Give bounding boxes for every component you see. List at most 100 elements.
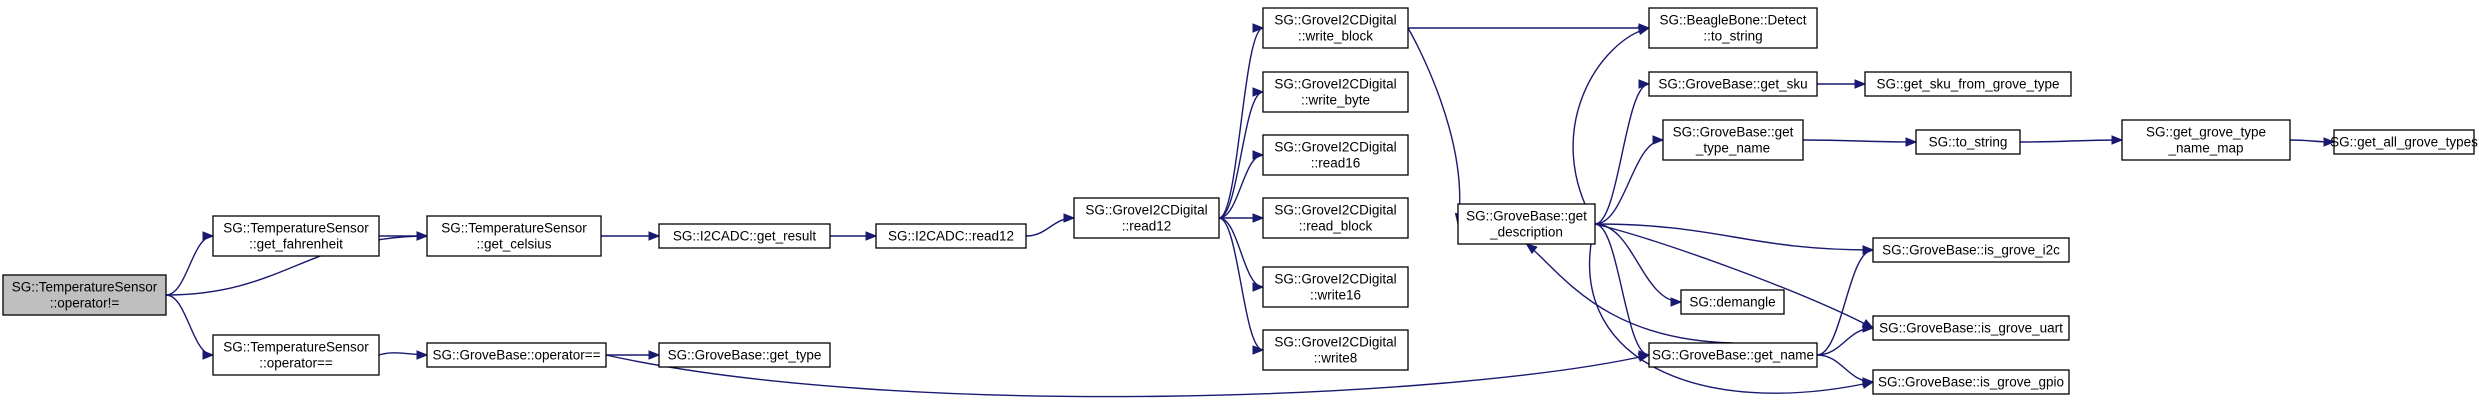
node-op_eq[interactable]: SG::TemperatureSensor::operator== <box>212 334 380 376</box>
arrowhead-to_string-to-type_name_map <box>2111 135 2124 145</box>
node-all_types[interactable]: SG::get_all_grove_types <box>2330 129 2478 155</box>
node-box <box>212 334 380 376</box>
edge-op_neq-to-op_eq <box>165 294 214 356</box>
node-label: SG::GroveI2CDigital <box>1085 203 1207 218</box>
edge-gb_get_name-to-gb_get_desc <box>1526 243 1734 344</box>
node-box <box>1872 315 2070 341</box>
node-label: _description <box>1489 225 1563 240</box>
node-box <box>658 342 831 368</box>
node-label: ::write16 <box>1310 288 1361 303</box>
node-gd_write_byte[interactable]: SG::GroveI2CDigital::write_byte <box>1262 71 1409 113</box>
node-gb_get_desc[interactable]: SG::GroveBase::get_description <box>1457 203 1596 245</box>
node-box <box>1262 134 1409 176</box>
node-box <box>1262 71 1409 113</box>
node-demangle[interactable]: SG::demangle <box>1680 289 1785 315</box>
node-box <box>1262 266 1409 308</box>
node-gb_get_type[interactable]: SG::GroveBase::get_type <box>658 342 831 368</box>
node-i2c_get_result[interactable]: SG::I2CADC::get_result <box>658 223 831 249</box>
node-label: SG::GroveBase::is_grove_i2c <box>1882 243 2060 258</box>
node-box <box>1648 7 1818 49</box>
node-label: ::operator== <box>259 356 333 371</box>
node-bb_to_string[interactable]: SG::BeagleBone::Detect::to_string <box>1648 7 1818 49</box>
node-label: ::get_celsius <box>476 237 551 252</box>
node-box <box>1648 342 1818 368</box>
nodes-layer: SG::TemperatureSensor::operator!=SG::Tem… <box>2 7 2478 395</box>
node-to_string[interactable]: SG::to_string <box>1915 129 2021 155</box>
node-label: ::read16 <box>1311 156 1361 171</box>
edge-gb_get_desc-to-is_i2c <box>1594 223 1874 251</box>
arrowhead-i2c_read12-to-gd_read12 <box>1063 213 1076 223</box>
node-gb_get_type_name[interactable]: SG::GroveBase::get_type_name <box>1662 119 1804 161</box>
node-label: SG::GroveBase::is_grove_gpio <box>1878 375 2064 390</box>
arrowhead-gd_read12-to-gd_write_block <box>1252 23 1265 33</box>
arrowhead-gd_read12-to-gd_write8 <box>1252 345 1265 355</box>
node-gd_write16[interactable]: SG::GroveI2CDigital::write16 <box>1262 266 1409 308</box>
node-label: ::get_fahrenheit <box>249 237 343 252</box>
node-i2c_read12[interactable]: SG::I2CADC::read12 <box>875 223 1027 249</box>
node-gb_op_eq[interactable]: SG::GroveBase::operator== <box>426 342 607 368</box>
node-gd_read16[interactable]: SG::GroveI2CDigital::read16 <box>1262 134 1409 176</box>
node-label: SG::to_string <box>1929 135 2008 150</box>
node-label: SG::I2CADC::get_result <box>673 229 817 244</box>
arrowhead-get_fahr-to-get_celsius <box>416 231 429 241</box>
arrowhead-gb_get_desc-to-gb_get_type_name <box>1652 135 1665 145</box>
node-label: ::write8 <box>1314 351 1358 366</box>
node-gd_read12[interactable]: SG::GroveI2CDigital::read12 <box>1073 197 1220 239</box>
node-label: SG::GroveI2CDigital <box>1274 335 1396 350</box>
edge-gb_get_name-to-is_gpio <box>1816 354 1874 383</box>
edge-op_neq-to-get_fahr <box>165 235 214 296</box>
node-gd_write_block[interactable]: SG::GroveI2CDigital::write_block <box>1262 7 1409 49</box>
node-op_neq[interactable]: SG::TemperatureSensor::operator!= <box>2 274 167 316</box>
node-label: SG::TemperatureSensor <box>223 340 369 355</box>
node-box <box>2 274 167 316</box>
arrowhead-gb_get_desc-to-demangle <box>1670 297 1683 307</box>
edge-gb_get_desc-to-bb_to_string <box>1572 27 1650 225</box>
node-label: SG::demangle <box>1689 295 1775 310</box>
arrowhead-gb_get_name-to-is_i2c <box>1862 245 1875 255</box>
arrowhead-op_neq-to-op_eq <box>202 350 215 360</box>
node-label: ::operator!= <box>50 296 120 311</box>
node-gd_read_block[interactable]: SG::GroveI2CDigital::read_block <box>1262 197 1409 239</box>
edge-gb_get_desc-to-gb_get_type_name <box>1594 139 1664 225</box>
node-is_gpio[interactable]: SG::GroveBase::is_grove_gpio <box>1872 369 2070 395</box>
arrowhead-gb_get_name-to-is_uart <box>1862 323 1875 333</box>
arrowhead-gb_get_type_name-to-to_string <box>1905 137 1918 147</box>
arrowhead-op_neq-to-get_fahr <box>202 231 215 241</box>
edge-gb_get_desc-to-gb_get_sku <box>1594 83 1650 225</box>
node-get_celsius[interactable]: SG::TemperatureSensor::get_celsius <box>426 215 602 257</box>
node-label: SG::GroveI2CDigital <box>1274 77 1396 92</box>
arrowhead-gb_get_desc-to-gb_get_sku <box>1638 79 1651 89</box>
edge-gb_get_name-to-is_i2c <box>1816 249 1874 356</box>
node-box <box>1262 197 1409 239</box>
arrowhead-gb_get_name-to-is_gpio <box>1862 377 1875 387</box>
node-label: SG::GroveI2CDigital <box>1274 272 1396 287</box>
node-gb_get_name[interactable]: SG::GroveBase::get_name <box>1648 342 1818 368</box>
node-box <box>2121 119 2291 161</box>
node-label: ::read12 <box>1122 219 1172 234</box>
node-box <box>1872 369 2070 395</box>
node-label: SG::GroveBase::get_sku <box>1658 77 1807 92</box>
node-is_i2c[interactable]: SG::GroveBase::is_grove_i2c <box>1872 237 2070 263</box>
node-gd_write8[interactable]: SG::GroveI2CDigital::write8 <box>1262 329 1409 371</box>
node-label: SG::BeagleBone::Detect <box>1659 13 1806 28</box>
edge-gb_get_desc-to-is_gpio <box>1588 223 1874 394</box>
edge-gd_read12-to-gd_write_byte <box>1218 91 1264 219</box>
node-label: SG::I2CADC::read12 <box>888 229 1014 244</box>
arrowhead-get_celsius-to-i2c_get_result <box>648 231 661 241</box>
node-box <box>1680 289 1785 315</box>
node-sku_from_type[interactable]: SG::get_sku_from_grove_type <box>1864 71 2072 97</box>
arrowhead-gd_read12-to-gd_write16 <box>1252 282 1265 292</box>
node-label: SG::TemperatureSensor <box>441 221 587 236</box>
node-label: SG::GroveI2CDigital <box>1274 13 1396 28</box>
node-gb_get_sku[interactable]: SG::GroveBase::get_sku <box>1648 71 1818 97</box>
node-get_fahr[interactable]: SG::TemperatureSensor::get_fahrenheit <box>212 215 380 257</box>
node-is_uart[interactable]: SG::GroveBase::is_grove_uart <box>1872 315 2070 341</box>
node-box <box>1262 7 1409 49</box>
edge-gb_op_eq-to-gb_get_name <box>605 354 1650 398</box>
edge-to_string-to-type_name_map <box>2019 139 2123 143</box>
node-type_name_map[interactable]: SG::get_grove_type_name_map <box>2121 119 2291 161</box>
node-box <box>1262 329 1409 371</box>
node-box <box>2333 129 2475 155</box>
arrowhead-gd_read12-to-gd_read_block <box>1252 213 1265 223</box>
node-label: SG::GroveBase::get_name <box>1652 348 1814 363</box>
